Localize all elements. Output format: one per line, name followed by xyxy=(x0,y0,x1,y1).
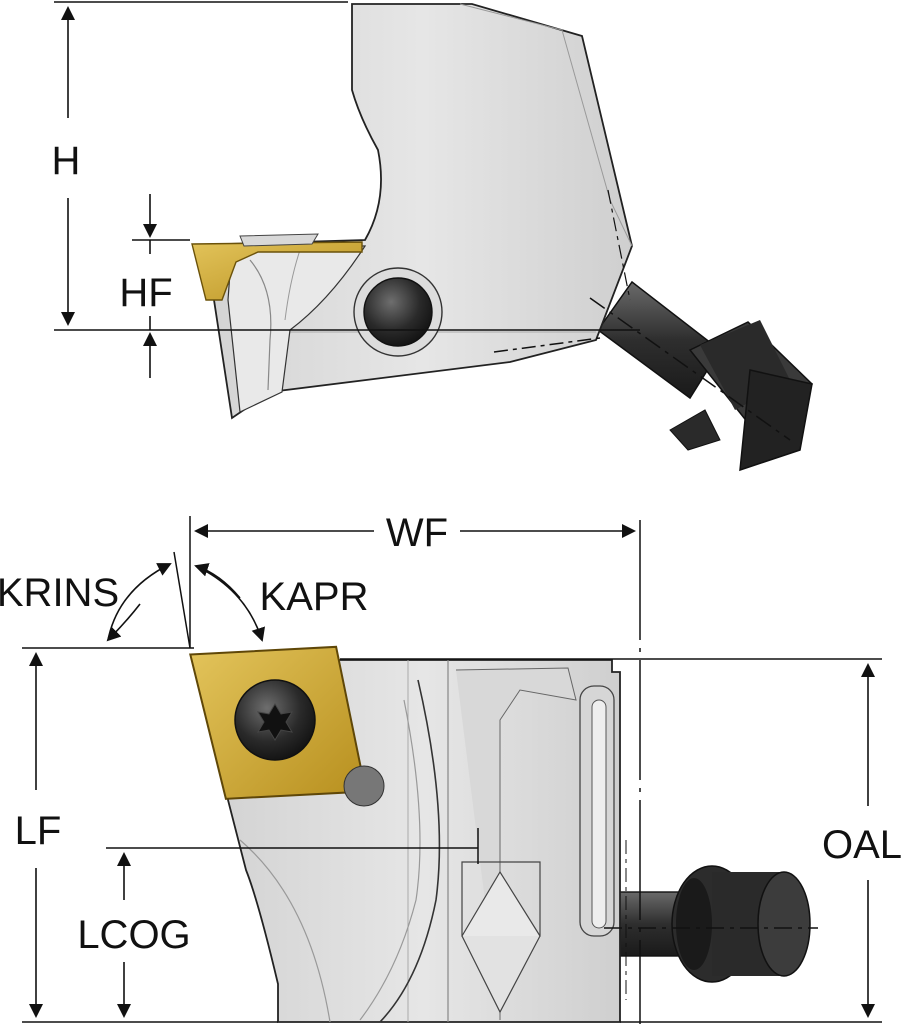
label-krins: KRINS xyxy=(0,571,119,615)
side-view: H HF xyxy=(52,1,814,472)
label-oal: OAL xyxy=(822,823,901,867)
label-hf: HF xyxy=(119,271,172,315)
label-h: H xyxy=(52,139,81,183)
insert-top xyxy=(189,645,385,807)
label-kapr: KAPR xyxy=(260,575,369,619)
coolant-connector-side xyxy=(596,280,814,472)
tool-body-side xyxy=(213,3,633,420)
label-lf: LF xyxy=(15,809,62,853)
insert-side xyxy=(191,233,363,301)
clamp-screw-side xyxy=(353,267,443,357)
coolant-connector-top xyxy=(611,865,811,983)
label-lcog: LCOG xyxy=(77,913,190,957)
top-view: WF KRINS KAPR LF LCOG OAL xyxy=(0,511,901,1024)
label-wf: WF xyxy=(386,511,448,555)
